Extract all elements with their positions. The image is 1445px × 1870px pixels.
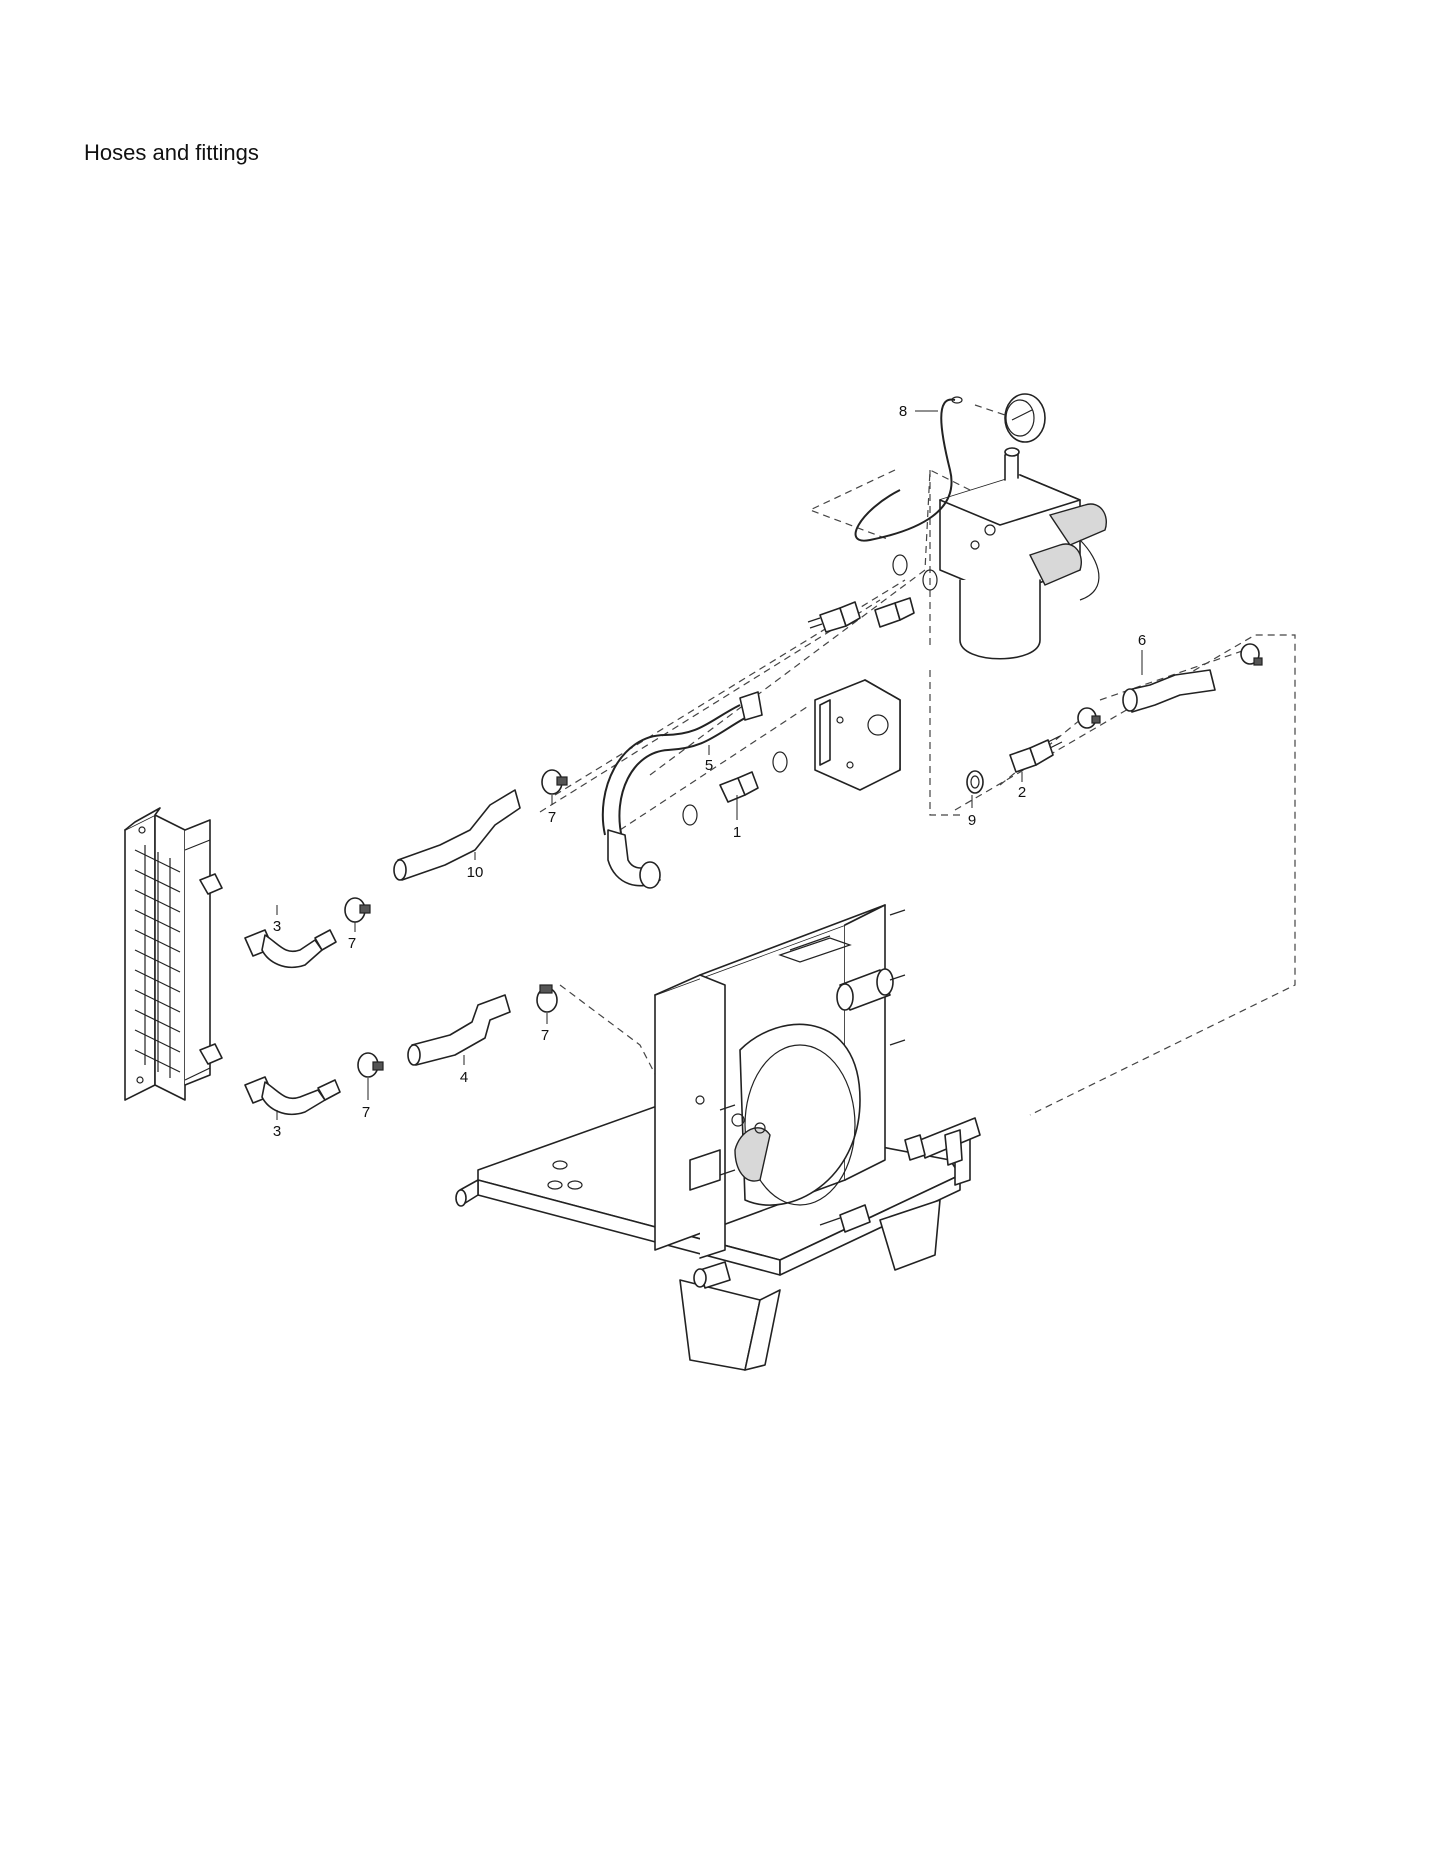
callout-1: 1	[733, 824, 741, 841]
gear-pump	[814, 679, 901, 791]
callout-6: 6	[1138, 632, 1146, 649]
callout-2: 2	[1018, 784, 1026, 801]
hose-clamp-3	[536, 984, 558, 1013]
hose-clamp-5	[1077, 707, 1101, 729]
hydraulic-manifold	[939, 447, 1107, 660]
callout-10: 10	[467, 864, 484, 881]
callout-3-upper: 3	[273, 918, 281, 935]
elbow-fitting-lower	[244, 1076, 341, 1116]
callout-8: 8	[899, 403, 907, 420]
callout-7-c: 7	[541, 1027, 549, 1044]
callout-7-b: 7	[348, 935, 356, 952]
hose-10	[393, 789, 521, 881]
gauge-hose-8	[854, 396, 963, 542]
hydraulic-hose-5	[601, 691, 763, 889]
page-title: Hoses and fittings	[84, 140, 259, 165]
manifold-fittings	[807, 554, 938, 633]
fitting-1	[682, 751, 788, 826]
hose-4	[407, 994, 511, 1066]
callouts: 1 2 3 3 4 5 6 7 7 7 7 8 9 10	[273, 403, 1146, 1140]
oil-cooler	[124, 807, 223, 1101]
hose-clamp-1	[344, 897, 371, 923]
elbow-fitting-upper	[244, 929, 337, 969]
fitting-2	[966, 735, 1063, 794]
base-frame	[455, 904, 981, 1371]
hose-clamp-2	[541, 769, 568, 795]
callout-7-a: 7	[548, 809, 556, 826]
callout-9: 9	[968, 812, 976, 829]
callout-5: 5	[705, 757, 713, 774]
callout-7-d: 7	[362, 1104, 370, 1121]
callout-4: 4	[460, 1069, 468, 1086]
callout-3-lower: 3	[273, 1123, 281, 1140]
hose-clamp-6	[1240, 643, 1263, 666]
hose-6	[1122, 669, 1216, 713]
pressure-gauge	[1004, 393, 1046, 443]
hose-clamp-4	[357, 1052, 384, 1078]
